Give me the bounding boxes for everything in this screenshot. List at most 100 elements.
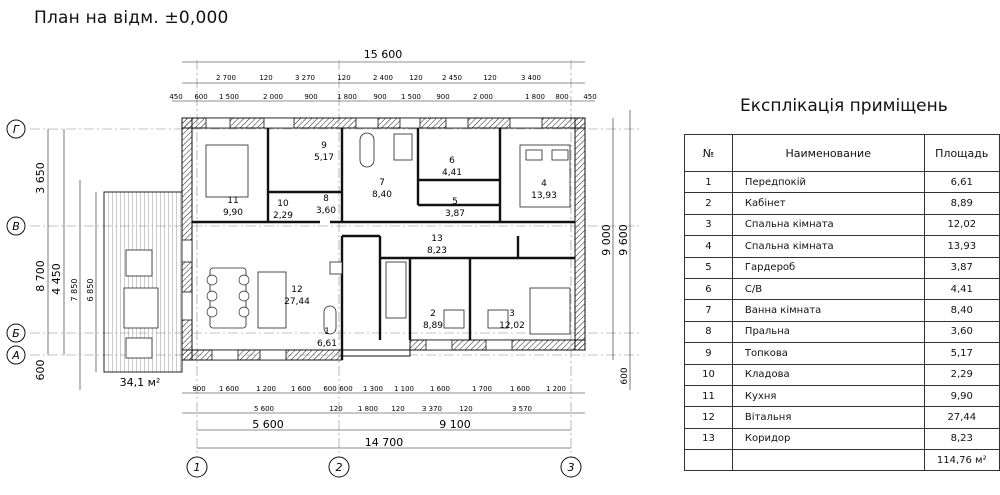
room-number: 7 xyxy=(379,178,385,188)
dim-label: 3 370 xyxy=(422,405,442,413)
dim-label: 2 000 xyxy=(473,93,493,101)
row-area: 8,40 xyxy=(923,299,1000,322)
row-number: 13 xyxy=(684,427,733,451)
row-area: 27,44 xyxy=(923,406,1000,429)
dim-right: 9 000 xyxy=(600,224,613,256)
row-area: 12,02 xyxy=(923,213,1000,237)
row-area: 8,89 xyxy=(923,192,1000,215)
row-number: 11 xyxy=(684,384,733,408)
dim-label: 600 xyxy=(339,385,352,393)
dim-right: 600 xyxy=(620,367,630,384)
room-number: 10 xyxy=(277,199,289,209)
dim-label: 120 xyxy=(459,405,472,413)
row-number: 1 xyxy=(684,170,733,194)
row-number: 4 xyxy=(684,235,733,258)
total-empty-cell xyxy=(731,449,925,472)
dims-top-row1: 2 700 120 3 270 120 2 400 120 2 450 120 … xyxy=(216,74,541,82)
header-area: Площадь xyxy=(923,134,1000,172)
room-area: 13,93 xyxy=(531,191,557,201)
row-name: Коридор xyxy=(731,427,925,451)
dim-label: 2 400 xyxy=(373,74,393,82)
terrace-chair xyxy=(125,337,153,359)
row-name: Гардероб xyxy=(731,256,925,279)
dim-axis-2-3: 9 100 xyxy=(439,418,471,431)
dim-label: 800 xyxy=(555,93,568,101)
row-name: Пральна xyxy=(731,320,925,344)
room-labels: 1 6,61 2 8,89 3 12,02 4 13,93 5 3,87 6 4… xyxy=(223,141,557,349)
axis-label: 2 xyxy=(336,461,343,474)
total-empty-cell xyxy=(684,449,733,472)
dim-label: 1 500 xyxy=(219,93,239,101)
room-area: 6,61 xyxy=(317,339,337,349)
room-number: 11 xyxy=(227,196,238,206)
table-header-row: № Наименование Площадь xyxy=(684,134,1000,172)
explication-title: Експлікація приміщень xyxy=(740,96,948,116)
row-area: 3,60 xyxy=(923,320,1000,344)
axis-label: Г xyxy=(13,123,20,136)
dim-label: 600 xyxy=(323,385,336,393)
dim-label: 5 600 xyxy=(254,405,274,413)
dim-label: 120 xyxy=(337,74,350,82)
axis-label: 1 xyxy=(194,461,201,474)
axis-label: 3 xyxy=(568,461,575,474)
dim-left: 7 850 xyxy=(70,279,79,302)
dimension-lines xyxy=(47,61,631,449)
row-area: 4,41 xyxy=(923,277,1000,301)
row-name: Кладова xyxy=(731,363,925,386)
room-area: 8,40 xyxy=(372,190,392,200)
room-area: 8,89 xyxy=(423,321,443,331)
dim-top-overall: 15 600 xyxy=(364,48,403,61)
row-area: 3,87 xyxy=(923,256,1000,279)
windows xyxy=(181,117,543,361)
total-area: 114,76 м² xyxy=(923,449,1000,472)
dim-left: 600 xyxy=(34,360,47,381)
row-name: С/В xyxy=(731,277,925,301)
dim-label: 1 600 xyxy=(510,385,530,393)
furniture xyxy=(205,132,571,335)
row-area: 2,29 xyxy=(923,363,1000,386)
dim-label: 1 800 xyxy=(525,93,545,101)
room-area: 9,90 xyxy=(223,208,243,218)
row-name: Топкова xyxy=(731,342,925,365)
room-number: 1 xyxy=(324,327,330,337)
row-number: 2 xyxy=(684,192,733,215)
room-area: 2,29 xyxy=(273,211,293,221)
row-area: 13,93 xyxy=(923,235,1000,258)
dim-label: 1 800 xyxy=(358,405,378,413)
row-name: Ванна кімната xyxy=(731,299,925,322)
room-area: 12,02 xyxy=(499,321,525,331)
room-number: 4 xyxy=(541,179,547,189)
room-area: 8,23 xyxy=(427,246,447,256)
dims-bottom-row2: 5 600 120 1 800 120 3 370 120 3 570 xyxy=(254,405,532,413)
dim-axis-1-2: 5 600 xyxy=(252,418,284,431)
dim-label: 1 100 xyxy=(394,385,414,393)
row-number: 12 xyxy=(684,406,733,429)
dim-label: 120 xyxy=(259,74,272,82)
dim-label: 900 xyxy=(436,93,449,101)
page-title: План на відм. ±0,000 xyxy=(34,8,229,28)
dim-label: 1 700 xyxy=(472,385,492,393)
row-number: 9 xyxy=(684,342,733,365)
dim-label: 1 300 xyxy=(363,385,383,393)
dim-label: 450 xyxy=(169,93,182,101)
room-area: 3,60 xyxy=(316,206,336,216)
room-area: 4,41 xyxy=(442,168,462,178)
row-number: 8 xyxy=(684,320,733,344)
dim-left: 6 850 xyxy=(86,279,95,302)
dim-right: 9 600 xyxy=(617,224,630,256)
terrace-area-label: 34,1 м² xyxy=(120,376,161,389)
dims-bottom-row1: 900 1 600 1 200 1 600 600 600 1 300 1 10… xyxy=(192,385,566,393)
dim-label: 120 xyxy=(329,405,342,413)
dim-left: 4 450 xyxy=(50,263,63,295)
row-area: 8,23 xyxy=(923,427,1000,451)
